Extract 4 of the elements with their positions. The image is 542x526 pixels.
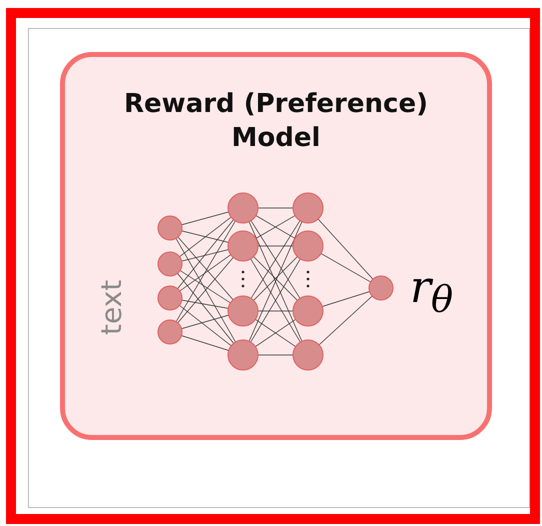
output-label: r$_{θ}$ [410,262,454,321]
input-label: text [95,280,128,335]
model-title: Reward (Preference) Model [123,88,429,155]
model-box [60,52,492,440]
